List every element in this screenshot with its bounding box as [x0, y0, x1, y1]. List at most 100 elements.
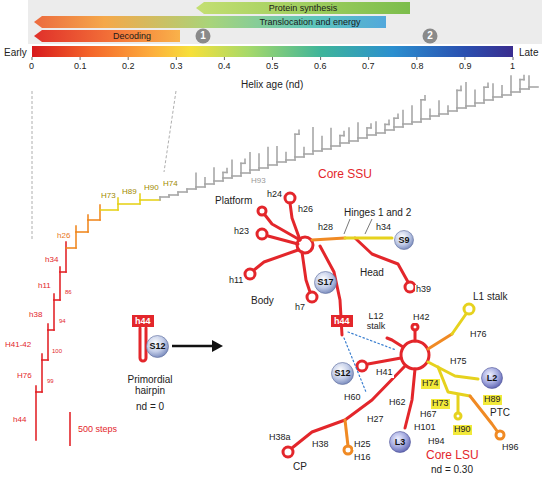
tree-tip-label: h34 [45, 256, 58, 265]
helix-loop [405, 282, 415, 292]
tree-branch [286, 159, 295, 161]
tree-branch [501, 86, 503, 95]
helix-label: h39 [415, 285, 432, 295]
subunit-title: Core LSU [426, 449, 479, 462]
tree-branch [330, 129, 332, 146]
tick-label: 0.6 [314, 62, 327, 72]
tree-branch [528, 76, 530, 87]
primordial-hairpin [140, 328, 146, 361]
helix-label: H76 [469, 330, 488, 340]
tree-branch [65, 242, 67, 248]
helix [387, 338, 403, 347]
tree-branch [160, 196, 169, 198]
helix-label: H89 [483, 395, 502, 405]
tree-branch [205, 183, 214, 185]
tick-label: 1 [510, 62, 515, 72]
node-text: h44 [135, 316, 151, 326]
tick [128, 57, 129, 60]
tree-branch [384, 124, 386, 130]
helix-loop [285, 193, 295, 203]
tree-branch [523, 76, 525, 80]
tick-label: 0 [29, 62, 34, 72]
tree-branch [439, 113, 448, 115]
helix-loop [245, 269, 255, 279]
tick [176, 57, 177, 60]
tick-label: 0.2 [122, 62, 135, 72]
tick [32, 57, 33, 60]
tree-branch [41, 354, 43, 360]
scale-bar-label: 500 steps [78, 425, 117, 435]
helix-box: h44 [331, 315, 353, 327]
tree-branch [99, 210, 101, 220]
tree-branch [304, 153, 313, 155]
age-label: nd = 0 [136, 401, 164, 412]
helix [302, 252, 310, 292]
tree-branch [76, 231, 88, 233]
tree-branch [187, 188, 196, 190]
helix-label: h7 [294, 303, 306, 313]
helix-label: H42 [412, 313, 431, 323]
support-value: 94 [59, 318, 66, 325]
tree-branch [66, 247, 76, 249]
axis-end-label: Early [4, 47, 27, 58]
tree-branch [47, 330, 49, 360]
protein-sphere: L2 [481, 367, 503, 389]
tree-branch [35, 386, 37, 392]
tree-branch [139, 194, 141, 200]
tree-branch [448, 110, 457, 112]
function-band [28, 0, 542, 44]
helix-label: H38a [268, 433, 292, 443]
tree-branch [87, 220, 89, 232]
tree-branch [118, 203, 140, 205]
tree-branch [502, 94, 511, 96]
node-text: 1 [195, 28, 211, 44]
axis-end-label: Late [519, 47, 538, 58]
tree-tip-label: H76 [17, 372, 32, 381]
tick-label: 0.8 [411, 62, 424, 72]
circle-body [423, 29, 438, 44]
tree-branch [204, 178, 206, 184]
helix-loop [258, 207, 266, 215]
tree-tip-label: h11 [38, 282, 51, 291]
transition-arrow [172, 345, 212, 348]
age-label: nd = 0.30 [431, 464, 473, 475]
core-ssu [245, 193, 415, 335]
tree-branch [42, 359, 48, 361]
intersubunit-bridges [344, 332, 396, 392]
tree-branch [196, 186, 205, 188]
tree-branch [241, 172, 250, 174]
tree-branch [117, 204, 119, 210]
region-label: PTC [489, 407, 511, 418]
tree-branch [258, 154, 260, 168]
circle-body [315, 272, 337, 294]
helix-label: h34 [375, 223, 392, 233]
arrow-head [212, 340, 223, 352]
central-junction [297, 237, 313, 253]
helix-loop [257, 229, 267, 239]
tree-tip-label: H90 [144, 184, 159, 193]
tree-branch [511, 91, 520, 93]
tick [272, 57, 273, 60]
helix-box: h44 [132, 315, 154, 327]
core-lsu [283, 304, 504, 457]
tree-branch [75, 226, 77, 232]
node-text: S12 [331, 362, 354, 385]
helix-loop [496, 431, 504, 439]
protein-sphere: S12 [146, 335, 169, 358]
tree-branch [312, 128, 314, 151]
tree-branch [140, 199, 160, 201]
tree-branch [385, 129, 394, 131]
tree-branch [510, 76, 512, 92]
tree-branch [35, 392, 37, 440]
tree-branch [358, 137, 367, 139]
tree-branch [41, 360, 43, 392]
protein-sphere: S17 [314, 271, 337, 294]
tree-branch [331, 145, 340, 147]
tree-branch [240, 163, 242, 173]
circle-body [390, 432, 411, 453]
tree-branch [370, 124, 372, 128]
tree-branch [232, 175, 241, 177]
hairpin-helix [140, 328, 146, 361]
region-label: L12 stalk [360, 312, 392, 332]
